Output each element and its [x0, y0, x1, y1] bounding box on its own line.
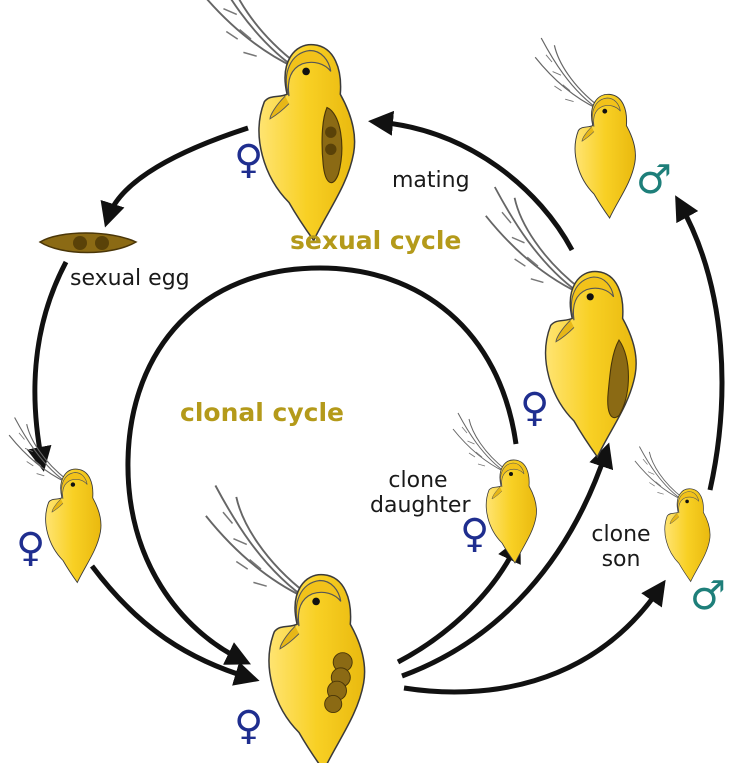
mating-label: mating — [392, 168, 470, 193]
clone-daughter-line1: clone — [370, 468, 466, 493]
female-symbol-icon: ♀ — [234, 706, 263, 746]
clone-daughter-label: clone daughter — [370, 468, 466, 519]
clone-daughter-line2: daughter — [370, 493, 466, 518]
male-symbol-icon: ♂ — [636, 160, 672, 200]
clone-son-line2: son — [586, 547, 656, 572]
arrow-female-to-egg — [108, 128, 248, 218]
clonal-cycle-label: clonal cycle — [180, 398, 344, 427]
clone-son-label: clone son — [586, 522, 656, 573]
arrow-egg-to-hatchling — [35, 262, 66, 462]
daphnia-female-icon — [196, 0, 355, 240]
arrow-adult-to-daughter — [398, 546, 516, 662]
female-symbol-icon: ♀ — [460, 514, 489, 554]
male-symbol-icon: ♂ — [690, 576, 726, 616]
clone-son-line1: clone — [586, 522, 656, 547]
female-symbol-icon: ♀ — [16, 528, 45, 568]
arrow-adult-to-son — [404, 588, 660, 692]
sexual-cycle-label: sexual cycle — [290, 226, 461, 255]
female-symbol-icon: ♀ — [520, 388, 549, 428]
arrow-hatchling-to-adult — [92, 566, 250, 678]
sexual-egg-label: sexual egg — [70, 266, 190, 291]
sexual-egg-icon — [40, 233, 136, 253]
daphnia-male-icon — [535, 38, 635, 218]
arrow-son-to-male — [680, 204, 722, 490]
female-symbol-icon: ♀ — [234, 140, 263, 180]
daphnia-female-icon — [206, 486, 365, 763]
